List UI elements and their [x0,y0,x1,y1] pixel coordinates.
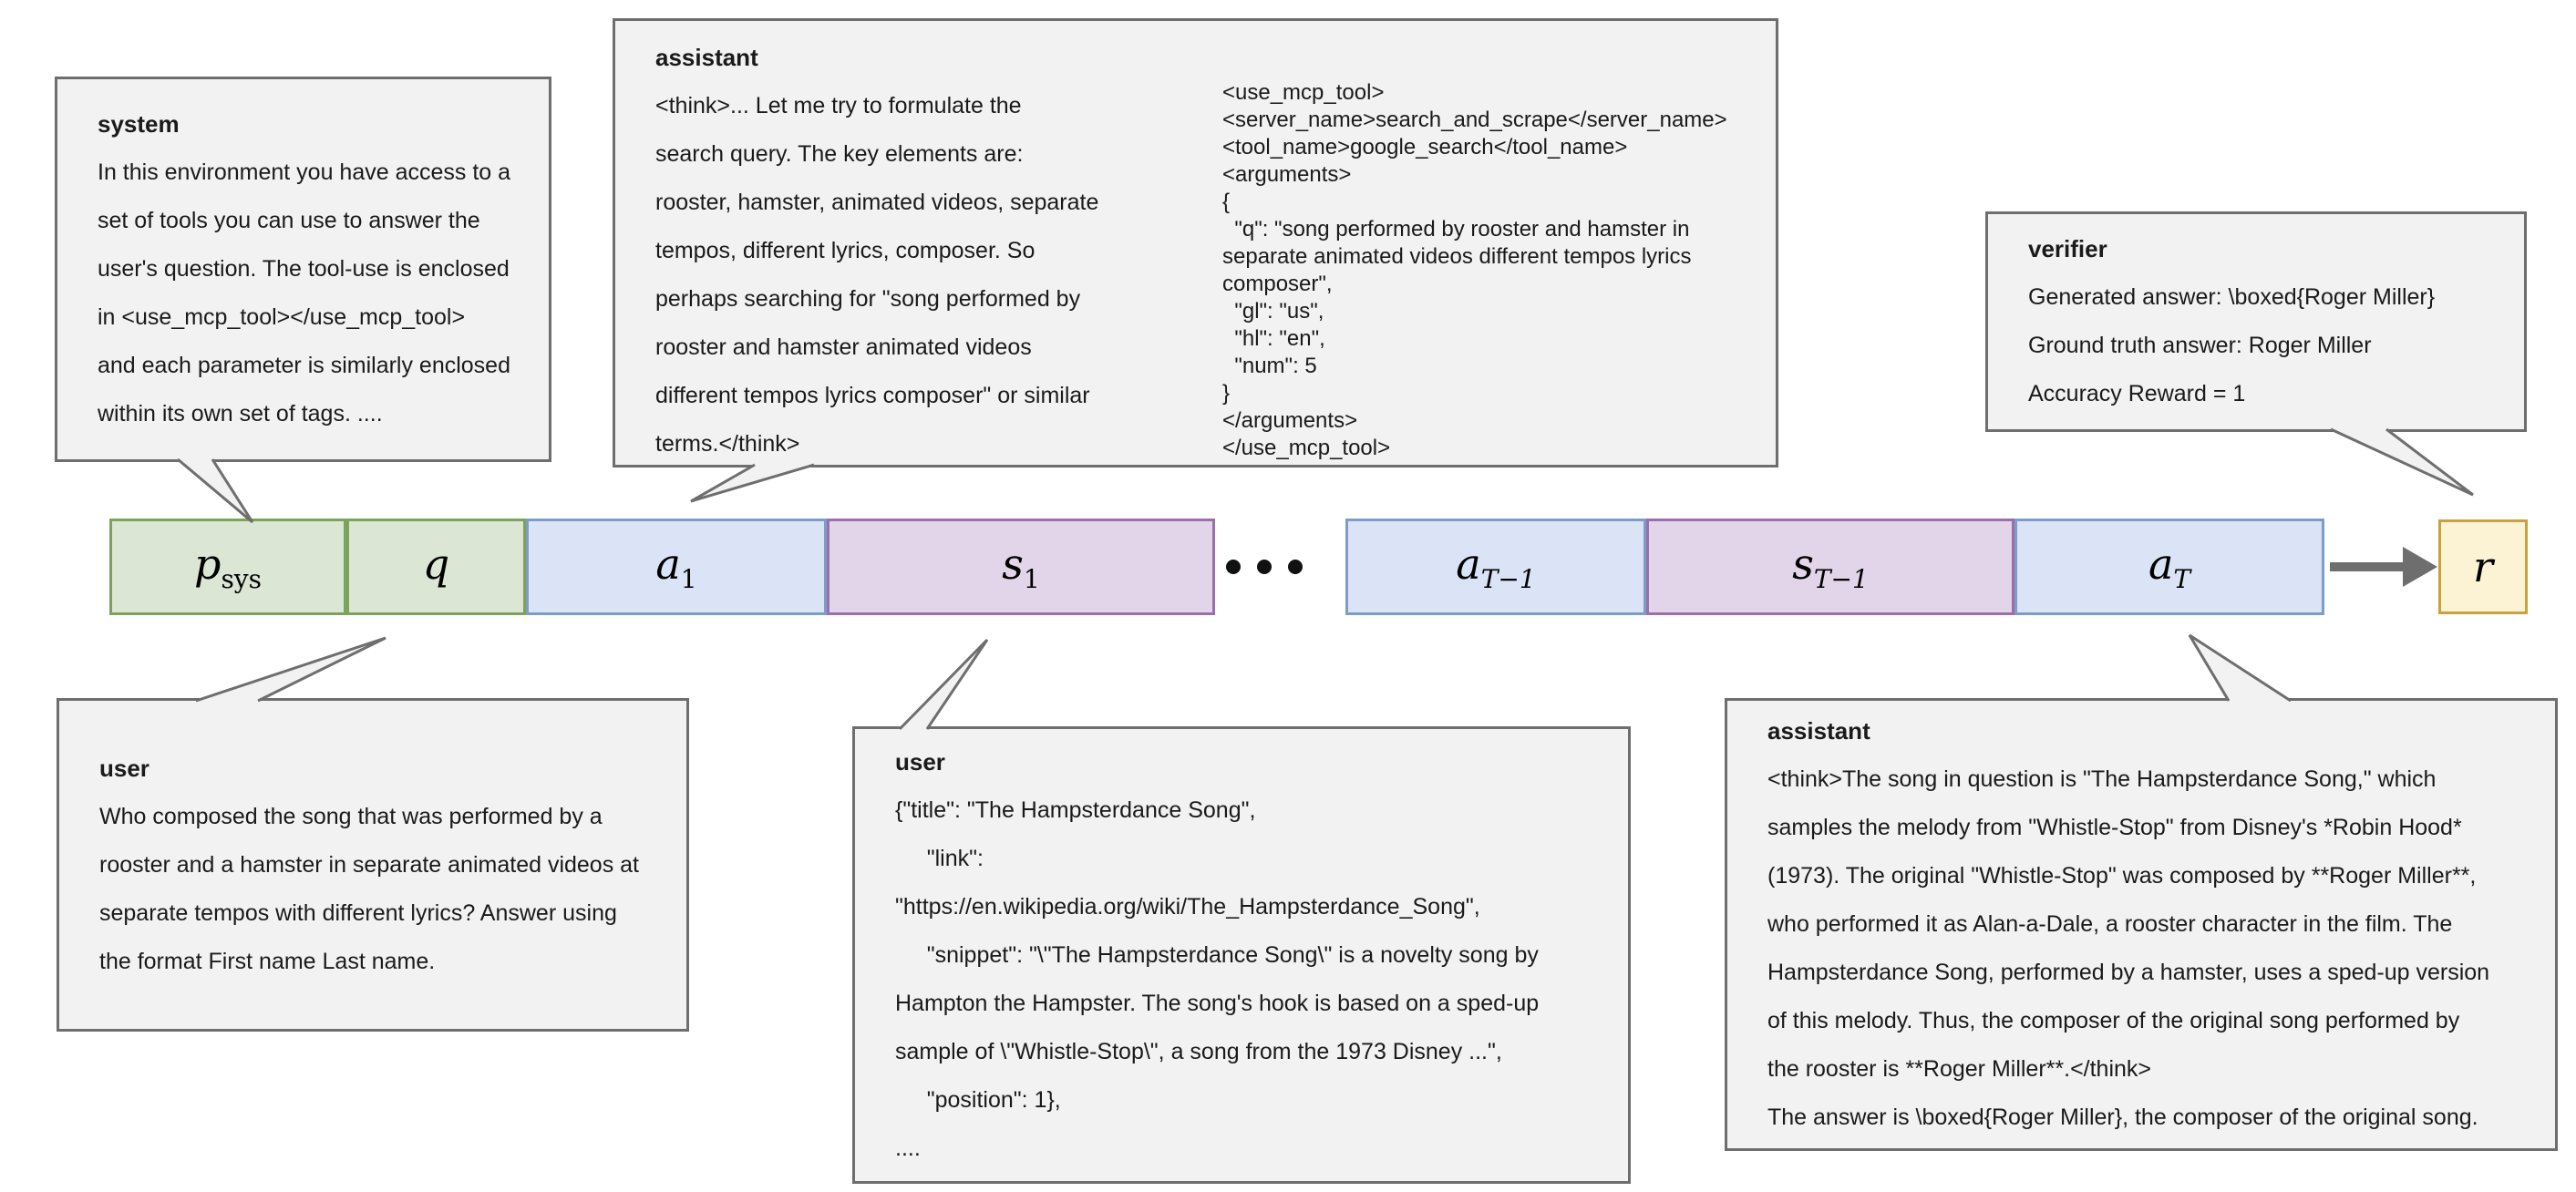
assistant-code-column: <use_mcp_tool><server_name>search_and_sc… [1222,34,1736,462]
token-a-t: aT [2014,519,2324,615]
system-callout: system In this environment you have acce… [55,77,551,462]
assistant-callout-title: assistant [655,44,758,71]
user-question-title: user [99,754,149,782]
assistant-answer-text: <think>The song in question is "The Hamp… [1767,766,2490,1130]
system-callout-tail [177,457,254,524]
assistant-answer-title: assistant [1767,717,1870,745]
assistant-answer-callout: assistant <think>The song in question is… [1725,698,2558,1151]
user-question-text: Who composed the song that was performed… [99,803,640,974]
reward-arrow [2330,547,2437,587]
system-callout-title: system [98,110,180,138]
user-question-callout: user Who composed the song that was perf… [57,698,689,1032]
verifier-callout-tail [2330,427,2474,497]
assistant-tool-call-tail [690,463,815,503]
token-s1: s1 [827,519,1215,615]
verifier-callout-title: verifier [2028,235,2107,262]
ellipsis-dots [1226,560,1303,574]
mcp-tool-call-code: <use_mcp_tool><server_name>search_and_sc… [1222,80,1727,460]
verifier-callout: verifier Generated answer: \boxed{Roger … [1985,211,2527,432]
token-a-t-minus-1: aT−1 [1345,519,1646,615]
user-question-tail [195,636,386,703]
tool-result-callout: user {"title": "The Hampsterdance Song",… [852,726,1631,1184]
tool-result-text: {"title": "The Hampsterdance Song", "lin… [895,796,1540,1161]
tool-result-title: user [895,747,945,776]
assistant-think-column: assistant <think>... Let me try to formu… [655,34,1182,468]
token-p-sys: psys [109,519,346,615]
reward-token: r [2438,519,2528,614]
token-s-t-minus-1: sT−1 [1646,519,2014,615]
token-q: q [346,519,526,615]
verifier-callout-text: Generated answer: \boxed{Roger Miller}Gr… [2028,284,2436,406]
assistant-tool-call-callout: assistant <think>... Let me try to formu… [613,18,1778,468]
token-a1: a1 [526,519,827,615]
tool-result-tail [898,638,989,731]
system-callout-text: In this environment you have access to a… [98,159,511,426]
assistant-answer-tail [2188,633,2292,703]
